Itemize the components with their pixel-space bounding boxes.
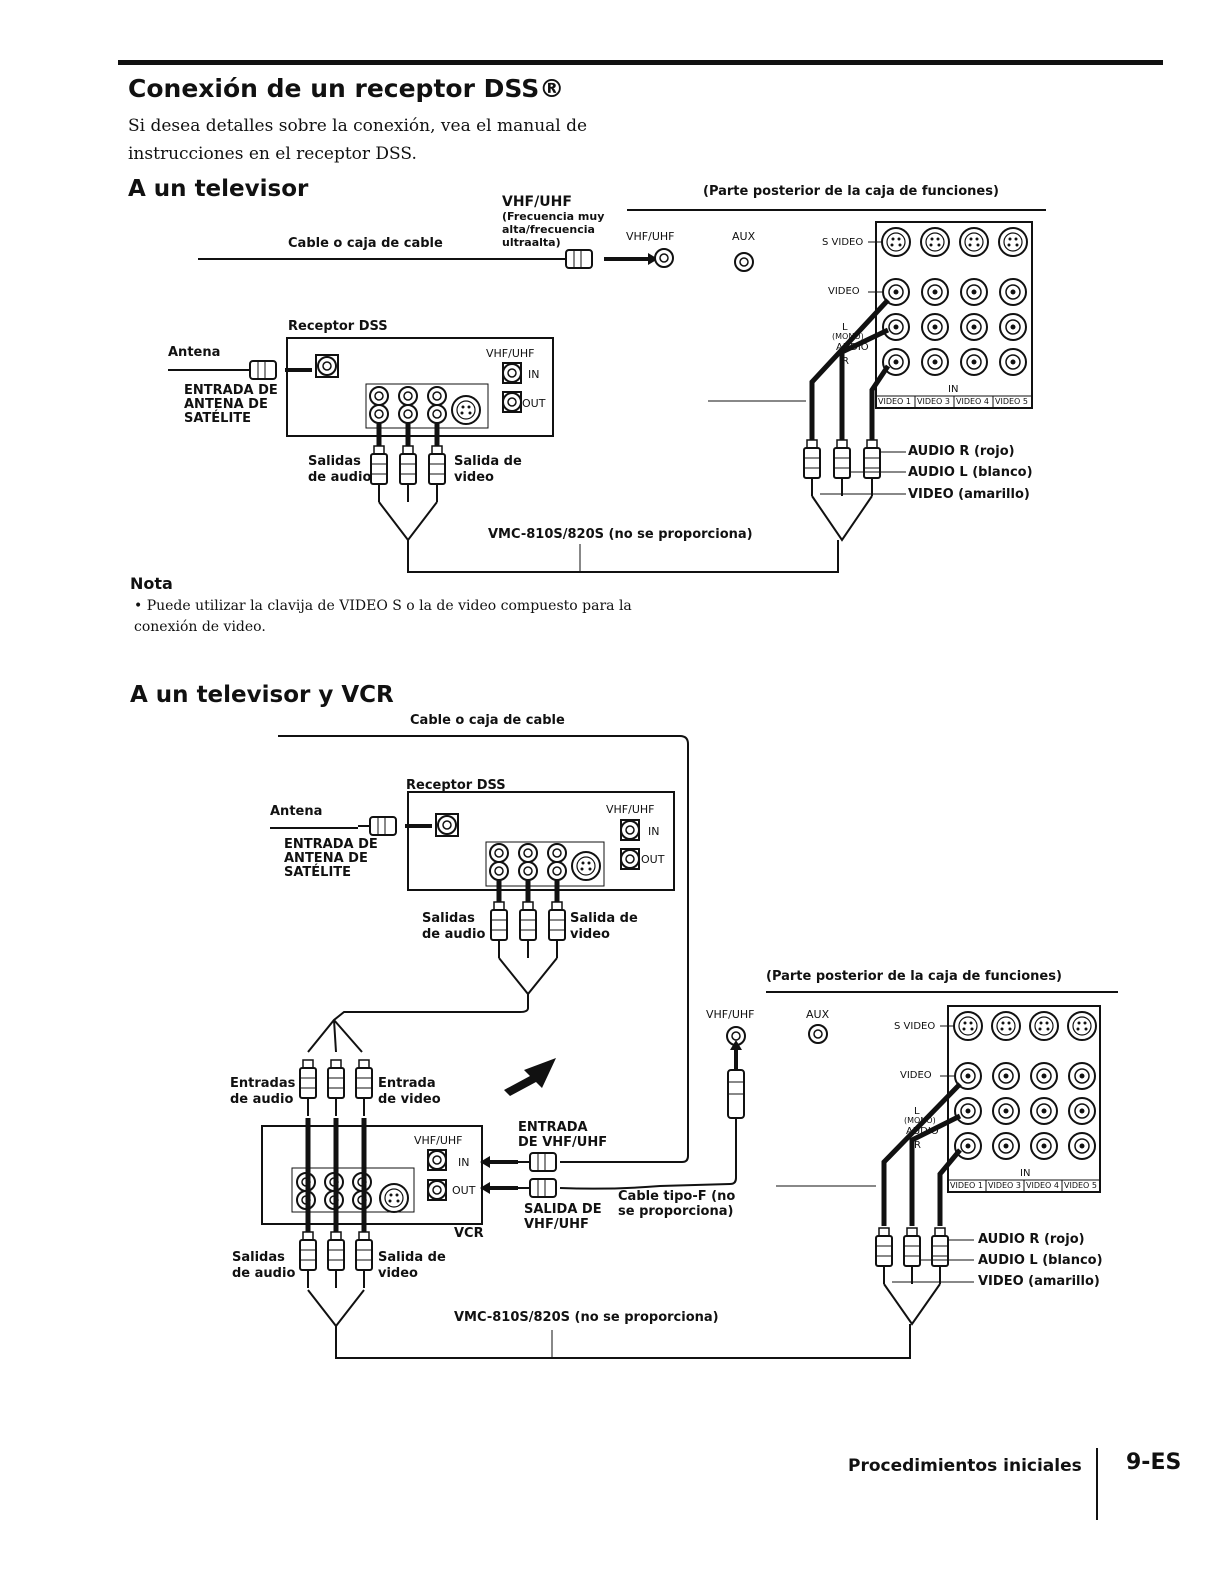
- video-label-2: VIDEO: [900, 1070, 932, 1081]
- footer-section: Procedimientos iniciales: [848, 1456, 1082, 1476]
- tv-vhf-uhf-label: VHF/UHF: [626, 230, 675, 243]
- video-input-5-b: VIDEO 5: [1064, 1181, 1097, 1190]
- cable-box-label: Cable o caja de cable: [288, 236, 443, 251]
- video-label: VIDEO: [828, 286, 860, 297]
- video-input-4-b: VIDEO 4: [1026, 1181, 1059, 1190]
- vcr-vhf-uhf-label: VHF/UHF: [414, 1134, 463, 1147]
- cable-box-label-2: Cable o caja de cable: [410, 713, 565, 728]
- dss-receiver-label-2: Receptor DSS: [406, 778, 506, 793]
- dss-in-label-2: IN: [648, 825, 660, 838]
- tv-vhf-uhf-label-2: VHF/UHF: [706, 1008, 755, 1021]
- sat-input-label-2: ENTRADA DE ANTENA DE SATÉLITE: [284, 837, 378, 880]
- page-number: 9-ES: [1126, 1450, 1182, 1475]
- video-yellow-label: VIDEO (amarillo): [908, 487, 1030, 502]
- in-label-2: IN: [1020, 1168, 1031, 1179]
- dss-vhf-uhf-label: VHF/UHF: [486, 347, 535, 360]
- cable-model-label: VMC-810S/820S (no se proporciona): [488, 527, 753, 542]
- dss-vhf-uhf-label-2: VHF/UHF: [606, 803, 655, 816]
- antenna-label-2: Antena: [270, 804, 323, 819]
- audio-r-label: R: [842, 356, 849, 367]
- video-input-1-b: VIDEO 1: [950, 1181, 983, 1190]
- note-item: • Puede utilizar la clavija de VIDEO S o…: [134, 598, 632, 635]
- antenna-label: Antena: [168, 345, 221, 360]
- audio-l-label: L: [842, 322, 848, 333]
- s-video-label-2: S VIDEO: [894, 1021, 936, 1032]
- dss-receiver-label: Receptor DSS: [288, 319, 388, 334]
- footer-rule: [1096, 1448, 1098, 1520]
- video-input-1: VIDEO 1: [878, 397, 911, 406]
- vcr-out-label: OUT: [452, 1184, 476, 1197]
- video-output-label: Salida de video: [454, 454, 522, 485]
- rear-panel-label-2: (Parte posterior de la caja de funciones…: [766, 969, 1062, 984]
- audio-r-red-label: AUDIO R (rojo): [908, 444, 1015, 459]
- vcr-video-output-label: Salida de video: [378, 1250, 446, 1281]
- aux-label: AUX: [732, 230, 756, 243]
- in-label: IN: [948, 384, 959, 395]
- video-yellow-label-2: VIDEO (amarillo): [978, 1274, 1100, 1289]
- vcr-audio-outputs-label: Salidas de audio: [232, 1250, 296, 1281]
- vcr-label: VCR: [454, 1226, 484, 1241]
- vhf-uhf-out-label: SALIDA DE VHF/UHF: [524, 1202, 602, 1232]
- dss-out-label: OUT: [522, 397, 546, 410]
- video-input-3: VIDEO 3: [917, 397, 950, 406]
- video-input-4: VIDEO 4: [956, 397, 989, 406]
- rear-panel-label: (Parte posterior de la caja de funciones…: [703, 184, 999, 199]
- s-video-label: S VIDEO: [822, 237, 864, 248]
- intro-text: Si desea detalles sobre la conexión, vea…: [128, 116, 588, 164]
- sat-input-label: ENTRADA DE ANTENA DE SATÉLITE: [184, 383, 278, 426]
- page-title: Conexión de un receptor DSS®: [128, 74, 565, 103]
- vhf-uhf-title: VHF/UHF: [502, 194, 572, 210]
- aux-label-2: AUX: [806, 1008, 830, 1021]
- audio-outputs-label-2: Salidas de audio: [422, 911, 486, 942]
- section1-heading: A un televisor: [128, 176, 309, 202]
- video-input-label: Entrada de video: [378, 1076, 441, 1107]
- audio-word-label: AUDIO: [836, 342, 869, 353]
- note-heading: Nota: [130, 574, 173, 593]
- audio-l-white-label-2: AUDIO L (blanco): [978, 1253, 1103, 1268]
- top-rule: [118, 60, 1163, 65]
- vhf-uhf-in-label: ENTRADA DE VHF/UHF: [518, 1120, 608, 1150]
- dss-out-label-2: OUT: [641, 853, 665, 866]
- vcr-in-label: IN: [458, 1156, 470, 1169]
- video-input-5: VIDEO 5: [995, 397, 1028, 406]
- audio-l-white-label: AUDIO L (blanco): [908, 465, 1033, 480]
- audio-l-label-2: L: [914, 1106, 920, 1117]
- audio-r-red-label-2: AUDIO R (rojo): [978, 1232, 1085, 1247]
- section2-heading: A un televisor y VCR: [130, 682, 394, 708]
- dss-in-label: IN: [528, 368, 540, 381]
- f-cable-label: Cable tipo-F (no se proporciona): [618, 1189, 736, 1219]
- audio-mono-label-2: (MONO): [904, 1116, 936, 1125]
- vhf-uhf-description: (Frecuencia muy alta/frecuencia ultraalt…: [502, 210, 605, 249]
- audio-outputs-label: Salidas de audio: [308, 454, 372, 485]
- audio-word-label-2: AUDIO: [906, 1126, 939, 1137]
- video-input-3-b: VIDEO 3: [988, 1181, 1021, 1190]
- audio-inputs-label: Entradas de audio: [230, 1076, 296, 1107]
- audio-r-label-2: R: [914, 1140, 921, 1151]
- audio-mono-label: (MONO): [832, 332, 864, 341]
- cable-model-label-2: VMC-810S/820S (no se proporciona): [454, 1310, 719, 1325]
- video-output-label-2: Salida de video: [570, 911, 638, 942]
